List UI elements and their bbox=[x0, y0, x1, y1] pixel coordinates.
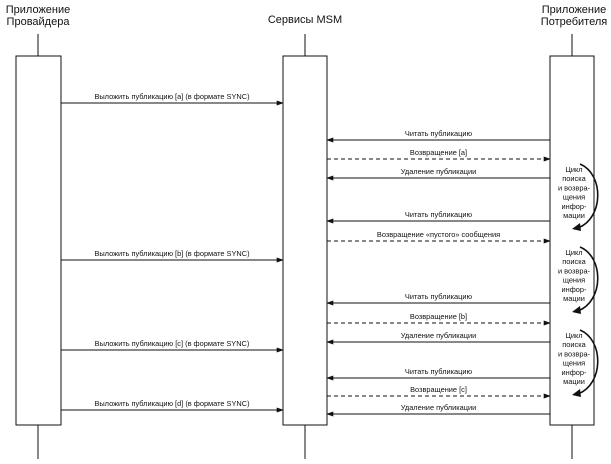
loop-label: поиска bbox=[562, 174, 586, 183]
loop-arrowhead bbox=[572, 223, 581, 231]
message-label: Возвращение [a] bbox=[410, 148, 467, 157]
participant-label-provider: Провайдера bbox=[7, 16, 71, 28]
loop-label: инфор- bbox=[562, 202, 588, 211]
participant-label-provider: Приложение bbox=[6, 4, 71, 16]
loop-label: и возвра- bbox=[558, 266, 591, 275]
loop-label: Цикл bbox=[565, 248, 582, 257]
activation-box-consumer bbox=[549, 55, 595, 426]
loop-label: мации bbox=[563, 377, 585, 386]
message-label: Выложить публикацию [b] (в формате SYNC) bbox=[94, 249, 249, 258]
loop-arrow bbox=[577, 329, 599, 395]
loop-label: щения bbox=[563, 359, 585, 368]
message-label: Читать публикацию bbox=[405, 129, 473, 138]
message-label: Удаление публикации bbox=[401, 167, 476, 176]
loop-arrow bbox=[577, 246, 599, 312]
activation-box-provider bbox=[15, 55, 62, 426]
message-label: Читать публикацию bbox=[405, 292, 473, 301]
loop-arrowhead bbox=[572, 306, 581, 314]
loop-label: щения bbox=[563, 276, 585, 285]
loop-label: щения bbox=[563, 193, 585, 202]
message-label: Удаление публикации bbox=[401, 403, 476, 412]
message-label: Читать публикацию bbox=[405, 210, 473, 219]
loop-label: поиска bbox=[562, 257, 586, 266]
message-label: Возвращение [b] bbox=[410, 312, 467, 321]
loop-label: инфор- bbox=[562, 368, 588, 377]
activation-box-msm bbox=[282, 55, 328, 426]
loop-label: и возвра- bbox=[558, 349, 591, 358]
loop-label: и возвра- bbox=[558, 183, 591, 192]
participant-label-consumer: Приложение bbox=[542, 4, 607, 16]
loop-label: поиска bbox=[562, 340, 586, 349]
message-label: Выложить публикацию [c] (в формате SYNC) bbox=[95, 339, 250, 348]
message-label: Читать публикацию bbox=[405, 367, 473, 376]
loop-arrow bbox=[577, 163, 599, 229]
loop-label: Цикл bbox=[565, 331, 582, 340]
messages: Выложить публикацию [a] (в формате SYNC)… bbox=[61, 92, 551, 417]
participant-label-consumer: Потребителя bbox=[541, 16, 607, 28]
participant-label-msm: Сервисы MSM bbox=[268, 14, 342, 26]
message-label: Выложить публикацию [a] (в формате SYNC) bbox=[94, 92, 249, 101]
loop-label: мации bbox=[563, 211, 585, 220]
message-label: Выложить публикацию [d] (в формате SYNC) bbox=[94, 399, 249, 408]
loop-label: Цикл bbox=[565, 165, 582, 174]
loop-label: инфор- bbox=[562, 285, 588, 294]
message-label: Возвращение [c] bbox=[410, 385, 467, 394]
loop-label: мации bbox=[563, 294, 585, 303]
message-label: Возвращение «пустого» сообщения bbox=[377, 230, 500, 239]
loop-arrowhead bbox=[572, 389, 581, 397]
message-label: Удаление публикации bbox=[401, 331, 476, 340]
